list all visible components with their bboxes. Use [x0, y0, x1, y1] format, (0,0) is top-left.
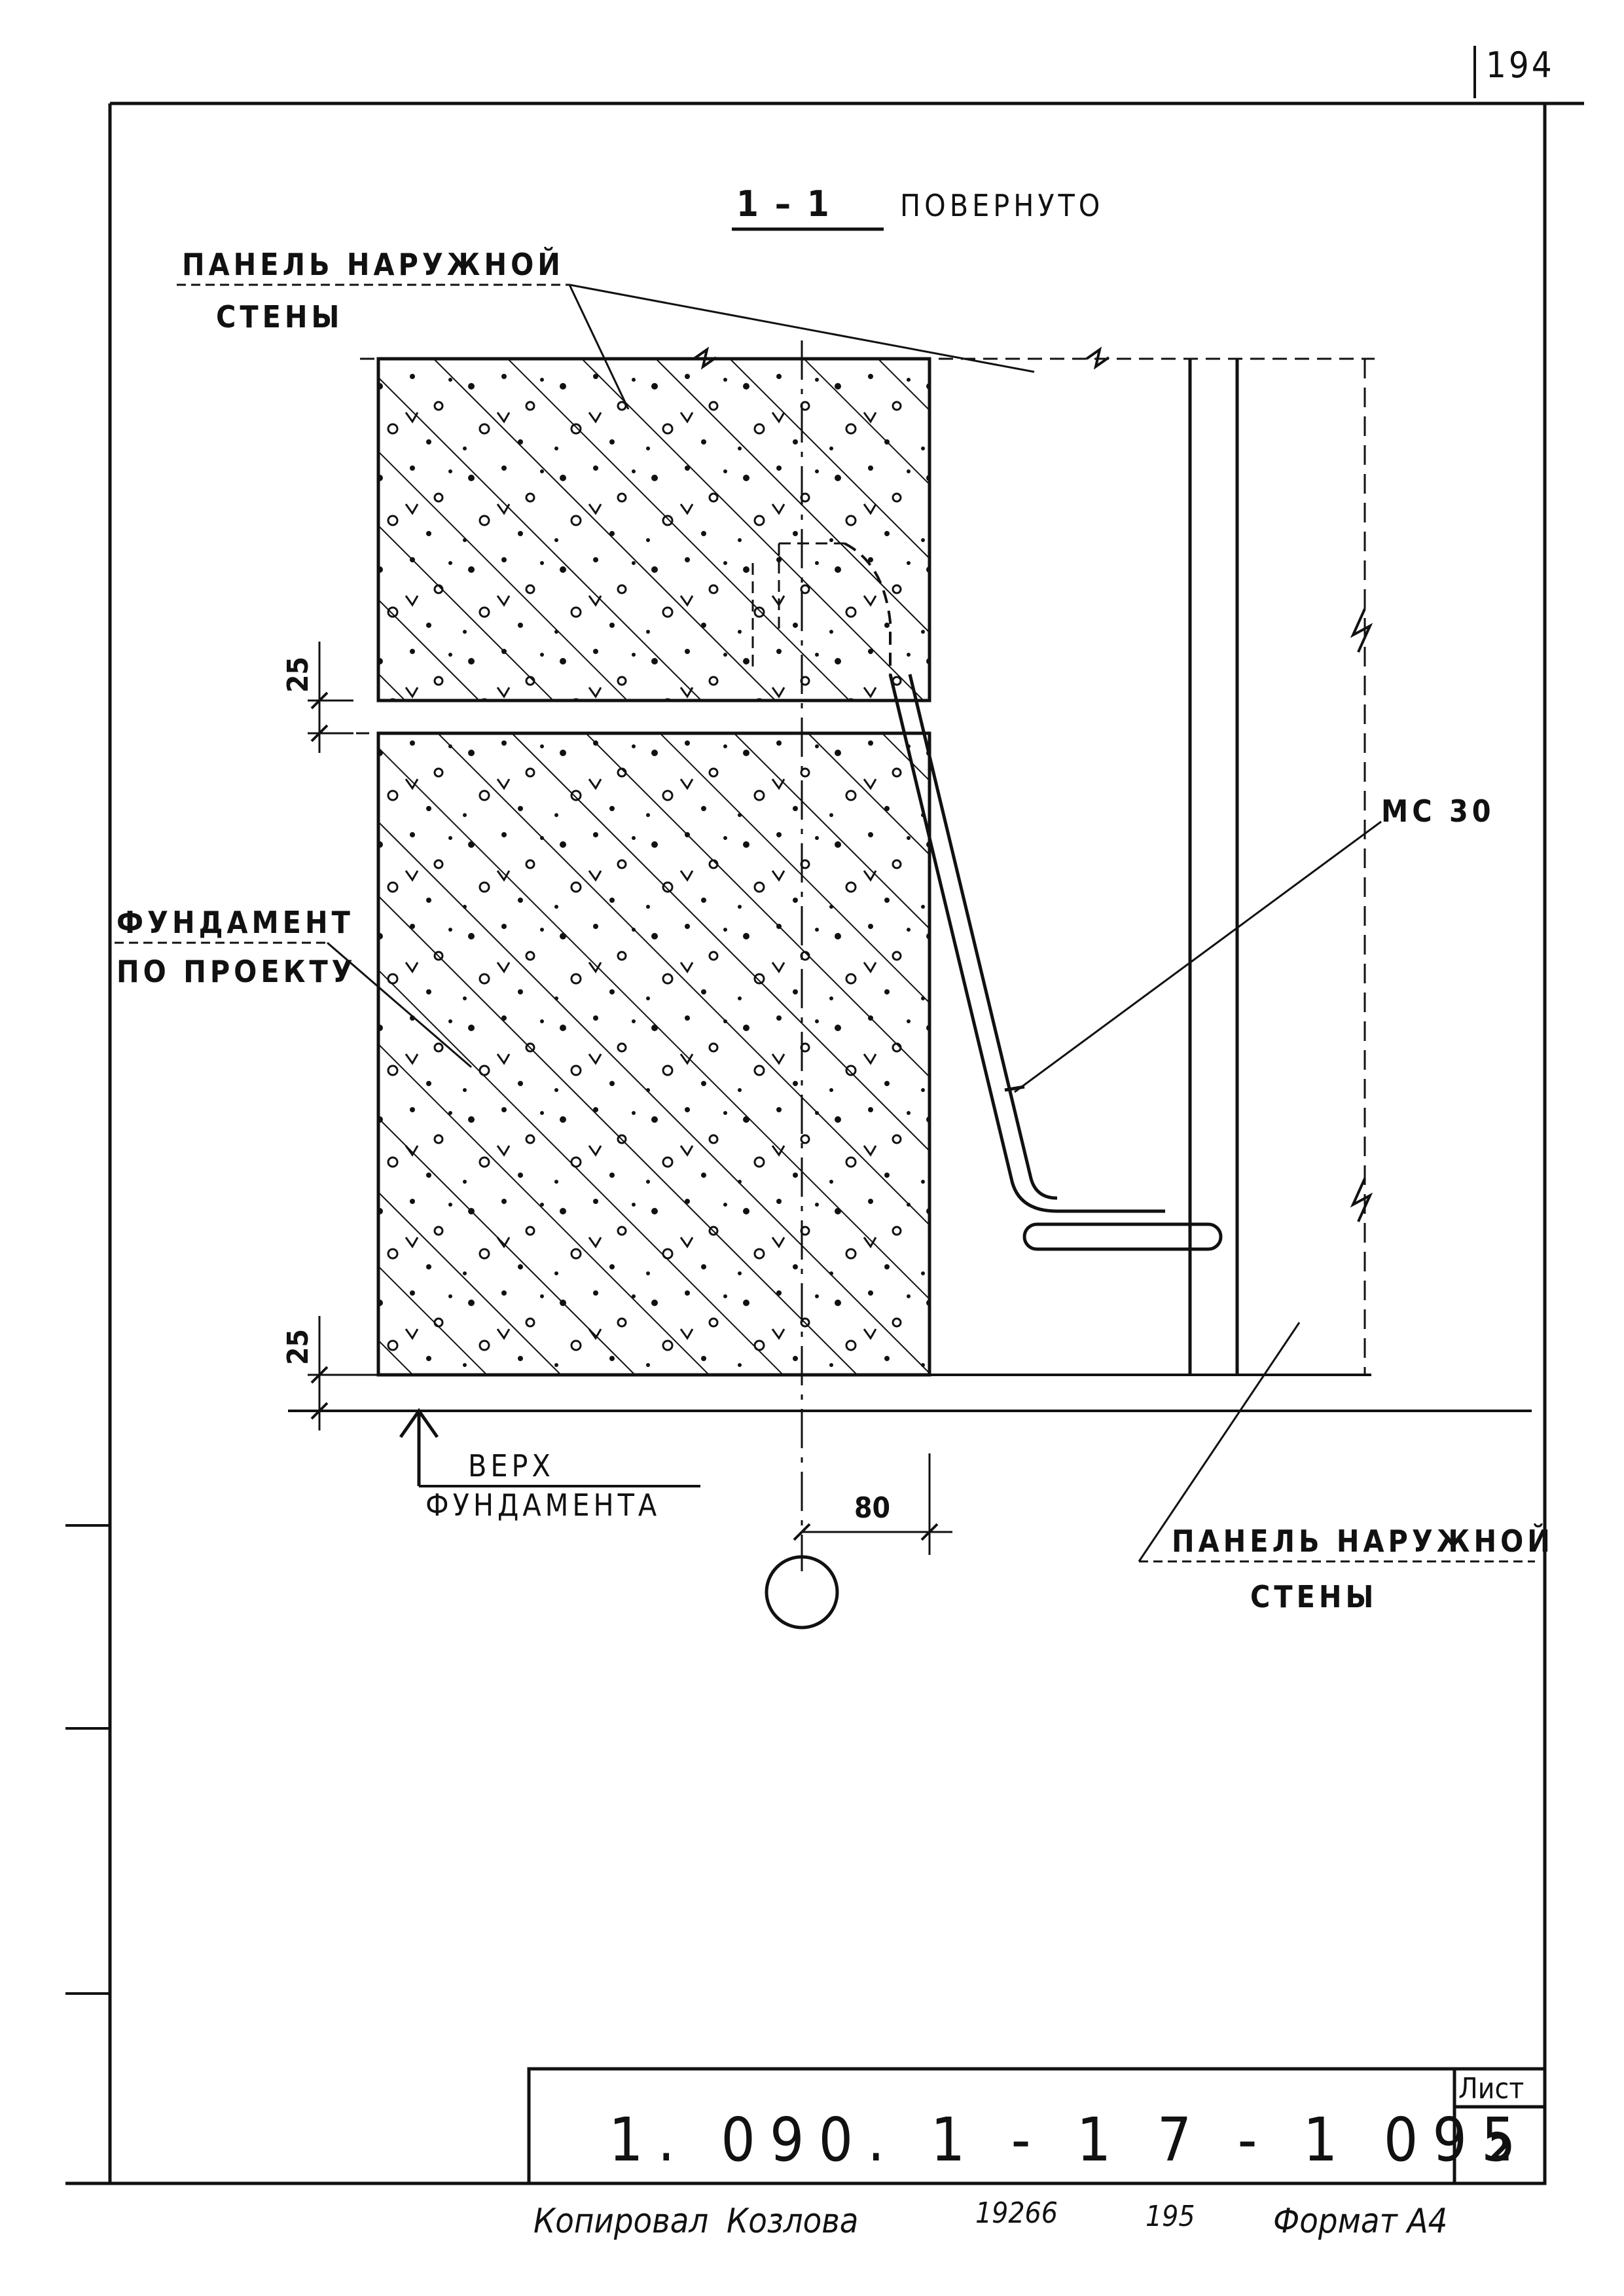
dimension-offset-value: 80 — [854, 1491, 890, 1525]
dimension-offset: 80 — [793, 1453, 952, 1555]
panel-top-line1: ПАНЕЛЬ НАРУЖНОЙ — [182, 247, 564, 282]
panel-bottom-line1: ПАНЕЛЬ НАРУЖНОЙ — [1172, 1523, 1554, 1559]
footer-page: 195 — [1146, 2200, 1195, 2233]
section-title: 1 – 1 ПОВЕРНУТО — [732, 183, 1104, 231]
footer-format: Формат А4 — [1273, 2202, 1447, 2241]
section-mark: 1 – 1 — [736, 183, 832, 225]
foundation-block — [314, 731, 931, 1377]
upper-wall-panel — [360, 346, 1375, 702]
page-number: 194 — [1486, 45, 1555, 86]
panel-top-line2: СТЕНЫ — [216, 299, 343, 335]
drawing-code: 1. 090. 1 - 1 7 - 1 095 — [609, 2105, 1530, 2175]
panel-bottom-line2: СТЕНЫ — [1250, 1579, 1377, 1614]
footer-copied: Копировал — [533, 2202, 708, 2241]
section-suffix: ПОВЕРНУТО — [900, 188, 1104, 223]
sheet-number: 2 — [1489, 2128, 1514, 2169]
anchor-mc30 — [751, 542, 1382, 1251]
top-of-foundation-line2: ФУНДАМЕНТА — [425, 1487, 660, 1523]
foundation-line1: ФУНДАМЕНТ — [117, 905, 354, 940]
dimension-bottom-value: 25 — [281, 1329, 315, 1365]
footer: Копировал Козлова 19266 195 Формат А4 — [533, 2196, 1447, 2241]
sheet-label: Лист — [1458, 2072, 1524, 2105]
label-anchor: МС 30 — [1381, 793, 1495, 829]
dimension-joint-value: 25 — [281, 657, 315, 693]
page-number-block: 194 — [1473, 45, 1555, 98]
foundation-line2: ПО ПРОЕКТУ — [117, 954, 357, 989]
label-panel-top: ПАНЕЛЬ НАРУЖНОЙ СТЕНЫ — [177, 247, 1035, 410]
anchor-label: МС 30 — [1381, 793, 1495, 829]
outer-wall-panel — [929, 359, 1373, 1376]
dimension-joint: 25 — [281, 642, 353, 753]
label-panel-bottom: ПАНЕЛЬ НАРУЖНОЙ СТЕНЫ — [1138, 1322, 1554, 1614]
footer-number: 19266 — [975, 2196, 1058, 2230]
footer-name: Козлова — [727, 2202, 858, 2241]
axis-marker — [765, 1555, 839, 1630]
top-of-foundation-line1: ВЕРХ — [468, 1448, 554, 1484]
dimension-bottom: 25 — [281, 1316, 378, 1430]
title-block: 1. 090. 1 - 1 7 - 1 095 Лист 2 — [527, 2067, 1547, 2185]
centerline — [765, 340, 839, 1630]
foundation-top-line: ВЕРХ ФУНДАМЕНТА — [288, 1408, 1532, 1523]
label-foundation: ФУНДАМЕНТ ПО ПРОЕКТУ — [115, 905, 472, 1068]
